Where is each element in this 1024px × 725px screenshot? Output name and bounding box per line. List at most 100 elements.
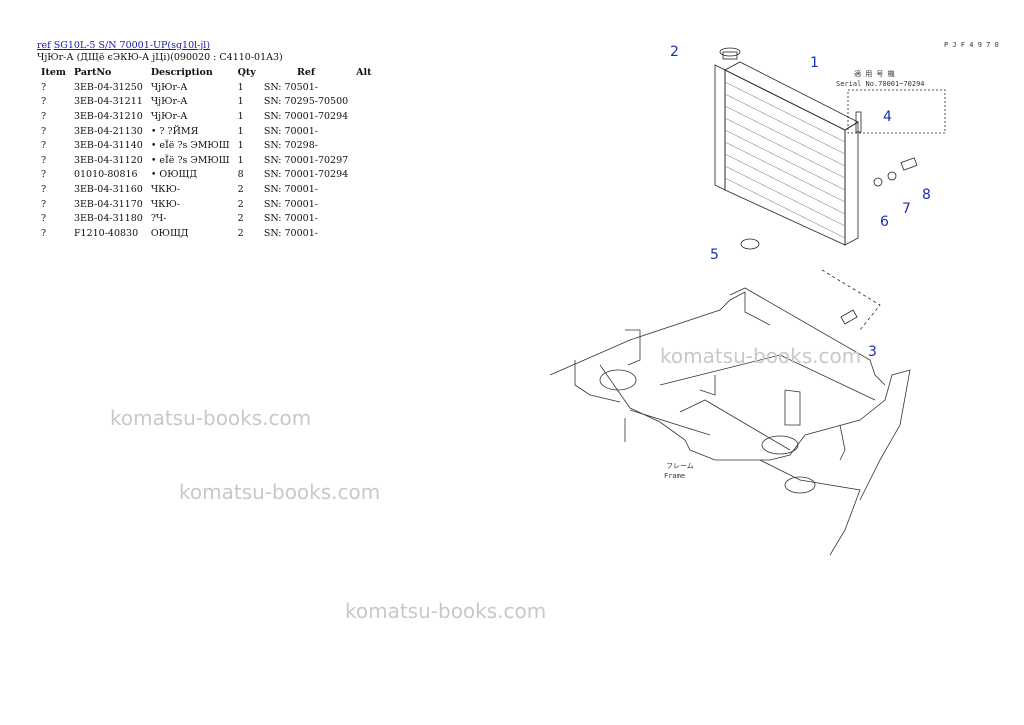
cell-description: ?Ч- xyxy=(150,213,167,225)
table-row: ? 3EB-04-31170 ЧКЮ- 2 SN: 70001- xyxy=(37,197,376,212)
radiator-fins xyxy=(724,81,846,239)
cell-qty: 1 xyxy=(237,140,244,152)
model-link[interactable]: SG10L-5 S/N 70001-UP(sg10l-jl) xyxy=(53,40,211,51)
cell-alt xyxy=(352,138,375,153)
callout-4: 4 xyxy=(883,109,892,125)
watermark: komatsu-books.com xyxy=(660,344,861,368)
cell-item: ? xyxy=(41,125,47,137)
cell-ref: SN: 70295-70500 xyxy=(263,96,349,108)
watermark: komatsu-books.com xyxy=(110,406,312,430)
page-subtitle: ЧјЮr-А (ДЩё єЭКЮ-А јЦі)(090020 : C4110-0… xyxy=(37,52,283,63)
col-partno: PartNo xyxy=(73,67,112,78)
cell-partno: 3EB-04-31180 xyxy=(73,213,143,225)
callout-5: 5 xyxy=(710,247,719,263)
cell-partno: 01010-80816 xyxy=(73,169,138,181)
header-links: ref SG10L-5 S/N 70001-UP(sg10l-jl) xyxy=(37,40,210,52)
cell-alt xyxy=(352,211,375,226)
table-row: ? 3EB-04-31120 • еÏё ?s ЭМЮШ 1 SN: 70001-702… xyxy=(37,153,376,168)
cell-ref: SN: 70001- xyxy=(263,125,318,137)
cell-description: ЧКЮ- xyxy=(150,183,181,195)
cell-qty: 1 xyxy=(237,81,244,93)
cell-item: ? xyxy=(41,198,47,210)
washer xyxy=(873,177,883,187)
cell-alt xyxy=(352,226,375,241)
cell-description: ЧјЮr-А xyxy=(150,81,188,93)
table-row: ? 3EB-04-31210 ЧјЮr-А 1 SN: 70001-70294 xyxy=(37,109,376,124)
watermark: komatsu-books.com xyxy=(345,599,547,623)
cell-partno: 3EB-04-31140 xyxy=(73,140,143,152)
cell-ref: SN: 70501- xyxy=(263,81,318,93)
col-qty: Qty xyxy=(237,67,256,78)
cell-item: ? xyxy=(41,227,47,239)
callout-6: 6 xyxy=(880,214,889,230)
cell-partno: 3EB-04-31120 xyxy=(73,154,143,166)
cell-item: ? xyxy=(41,213,47,225)
cell-alt xyxy=(352,153,375,168)
col-description: Description xyxy=(150,67,213,78)
watermark: komatsu-books.com xyxy=(179,480,381,504)
rubber-mount xyxy=(740,238,760,250)
cell-partno: 3EB-04-21130 xyxy=(73,125,143,137)
cell-item: ? xyxy=(41,140,47,152)
col-alt: Alt xyxy=(356,67,372,78)
frame-label-en: Frame xyxy=(664,472,685,480)
cell-partno: 3EB-04-31210 xyxy=(73,110,143,122)
cell-ref: SN: 70001- xyxy=(263,198,318,210)
cell-ref: SN: 70001-70297 xyxy=(263,154,349,166)
cell-alt xyxy=(352,182,375,197)
callout-1: 1 xyxy=(810,55,819,71)
cell-item: ? xyxy=(41,154,47,166)
serial-label-jp: 適 用 号 機 xyxy=(854,69,895,78)
diagram-code: P J F 4 9 7 0 xyxy=(944,41,999,49)
serial-number: Serial No.70001~70294 xyxy=(836,80,925,88)
cell-item: ? xyxy=(41,110,47,122)
cell-description: • еÏё ?s ЭМЮШ xyxy=(150,140,230,152)
callout-8: 8 xyxy=(922,187,931,203)
parts-table: Item PartNo Description Qty Ref Alt ?3EB… xyxy=(37,65,376,241)
frame xyxy=(549,287,911,556)
cell-description: • еÏё ?s ЭМЮШ xyxy=(150,154,230,166)
cell-ref: SN: 70001- xyxy=(263,213,318,225)
cell-alt xyxy=(352,80,375,95)
cell-alt xyxy=(352,197,375,212)
cell-qty: 1 xyxy=(237,110,244,122)
cell-partno: 3EB-04-31170 xyxy=(73,198,143,210)
parts-diagram: P J F 4 9 7 0 適 用 号 機 Serial No.70001~70… xyxy=(549,41,999,556)
sensor xyxy=(840,309,858,325)
cell-item: ? xyxy=(41,96,47,108)
cell-description: ЧјЮr-А xyxy=(150,96,188,108)
cell-alt xyxy=(352,124,375,139)
cell-partno: 3EB-04-31211 xyxy=(73,96,143,108)
col-ref: Ref xyxy=(296,67,315,78)
cell-alt xyxy=(352,109,375,124)
cell-description: ЧКЮ- xyxy=(150,198,181,210)
parts-table-header: Item PartNo Description Qty Ref Alt xyxy=(37,65,376,80)
cell-item: ? xyxy=(41,81,47,93)
cell-qty: 8 xyxy=(237,169,244,181)
cell-qty: 2 xyxy=(237,213,244,225)
cell-item: ? xyxy=(41,183,47,195)
cell-ref: SN: 70001-70294 xyxy=(263,110,349,122)
callout-7: 7 xyxy=(902,201,911,217)
bolt xyxy=(855,111,862,133)
cell-ref: SN: 70001-70294 xyxy=(263,169,349,181)
cell-qty: 2 xyxy=(237,198,244,210)
ref-link[interactable]: ref xyxy=(37,40,51,51)
cell-description: ЧјЮr-А xyxy=(150,110,188,122)
cell-qty: 1 xyxy=(237,154,244,166)
cell-ref: SN: 70001- xyxy=(263,227,318,239)
frame-label-jp: フレーム xyxy=(666,462,694,470)
cell-alt xyxy=(352,168,375,183)
cell-item: ? xyxy=(41,169,47,181)
radiator-cap xyxy=(719,47,741,57)
cell-description: ОЮЩД xyxy=(150,227,189,239)
table-row: ? 3EB-04-31140 • еÏё ?s ЭМЮШ 1 SN: 70298- xyxy=(37,138,376,153)
radiator-core xyxy=(724,69,846,246)
cell-qty: 2 xyxy=(237,227,244,239)
cell-ref: SN: 70298- xyxy=(263,140,318,152)
